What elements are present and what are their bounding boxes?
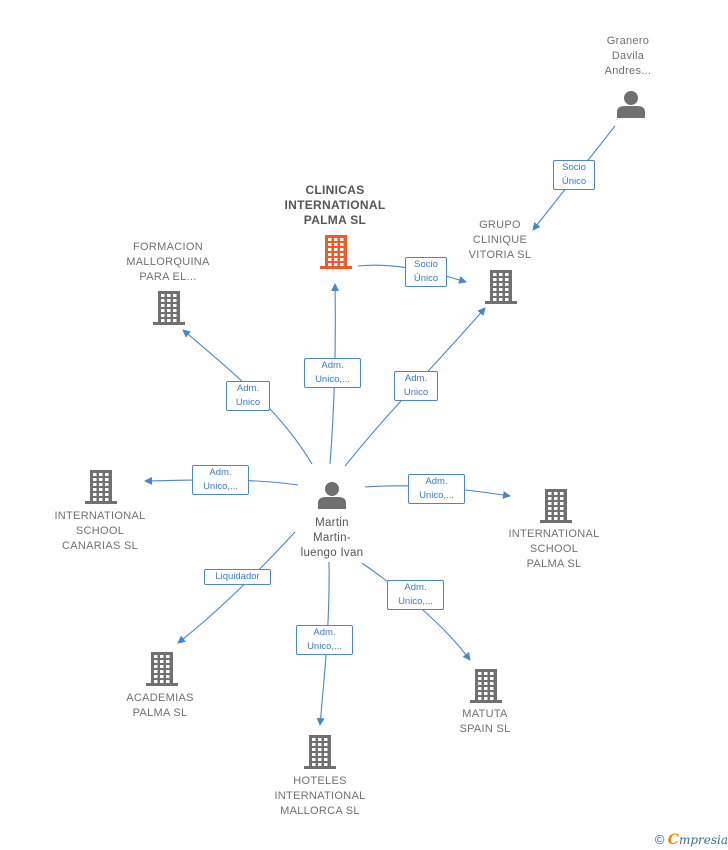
edge-label-liquidador: Liquidador xyxy=(204,569,271,585)
edge-label-socio-unico-granero: Socio Único xyxy=(553,160,595,190)
edge-label-adm-clinicas: Adm. Unico,... xyxy=(304,358,361,388)
node-label-is-palma[interactable]: INTERNATIONAL SCHOOL PALMA SL xyxy=(508,528,600,570)
node-label-formacion[interactable]: FORMACION MALLORQUINA PARA EL... xyxy=(126,241,210,283)
edge-martin-academias xyxy=(177,531,296,644)
person-icon-granero[interactable] xyxy=(617,91,645,118)
person-icon-martin[interactable] xyxy=(318,482,346,509)
edge-martin-matuta xyxy=(361,562,471,661)
node-label-grupo[interactable]: GRUPO CLINIQUE VITORIA SL xyxy=(468,219,532,261)
edge-label-adm-grupo: Adm. Unico xyxy=(394,371,438,401)
node-label-is-canarias[interactable]: INTERNATIONAL SCHOOL CANARIAS SL xyxy=(54,510,146,552)
edge-label-adm-ispalma: Adm. Unico,... xyxy=(408,474,465,504)
edge-label-adm-matuta: Adm. Unico,... xyxy=(387,580,444,610)
footer-brand: © Cmpresia xyxy=(655,832,728,848)
building-icon-hoteles[interactable] xyxy=(304,735,336,769)
node-label-martin[interactable]: Martin Martin- luengo Ivan xyxy=(300,517,364,559)
building-icon-clinicas[interactable] xyxy=(320,235,352,269)
node-label-granero[interactable]: Granero Davila Andres... xyxy=(604,35,652,77)
node-label-academias[interactable]: ACADEMIAS PALMA SL xyxy=(126,692,194,719)
node-label-matuta[interactable]: MATUTA SPAIN SL xyxy=(459,708,511,735)
node-label-clinicas[interactable]: CLINICAS INTERNATIONAL PALMA SL xyxy=(284,183,386,227)
building-icon-grupo[interactable] xyxy=(485,270,517,304)
edge-label-adm-formacion: Adm. Unico xyxy=(226,381,270,411)
edge-label-adm-hoteles: Adm. Unico,... xyxy=(296,625,353,655)
empresia-logo: Cmpresia xyxy=(667,832,728,848)
building-icon-academias[interactable] xyxy=(146,652,178,686)
building-icon-formacion[interactable] xyxy=(153,291,185,325)
edge-label-adm-iscanarias: Adm. Unico,... xyxy=(192,465,249,495)
edge-label-socio-unico-clinicas: Socio Único xyxy=(405,257,447,287)
building-icon-is-palma[interactable] xyxy=(540,489,572,523)
building-icon-is-canarias[interactable] xyxy=(85,470,117,504)
copyright-icon: © xyxy=(654,832,665,847)
node-label-hoteles[interactable]: HOTELES INTERNATIONAL MALLORCA SL xyxy=(274,775,366,817)
building-icon-matuta[interactable] xyxy=(470,669,502,703)
